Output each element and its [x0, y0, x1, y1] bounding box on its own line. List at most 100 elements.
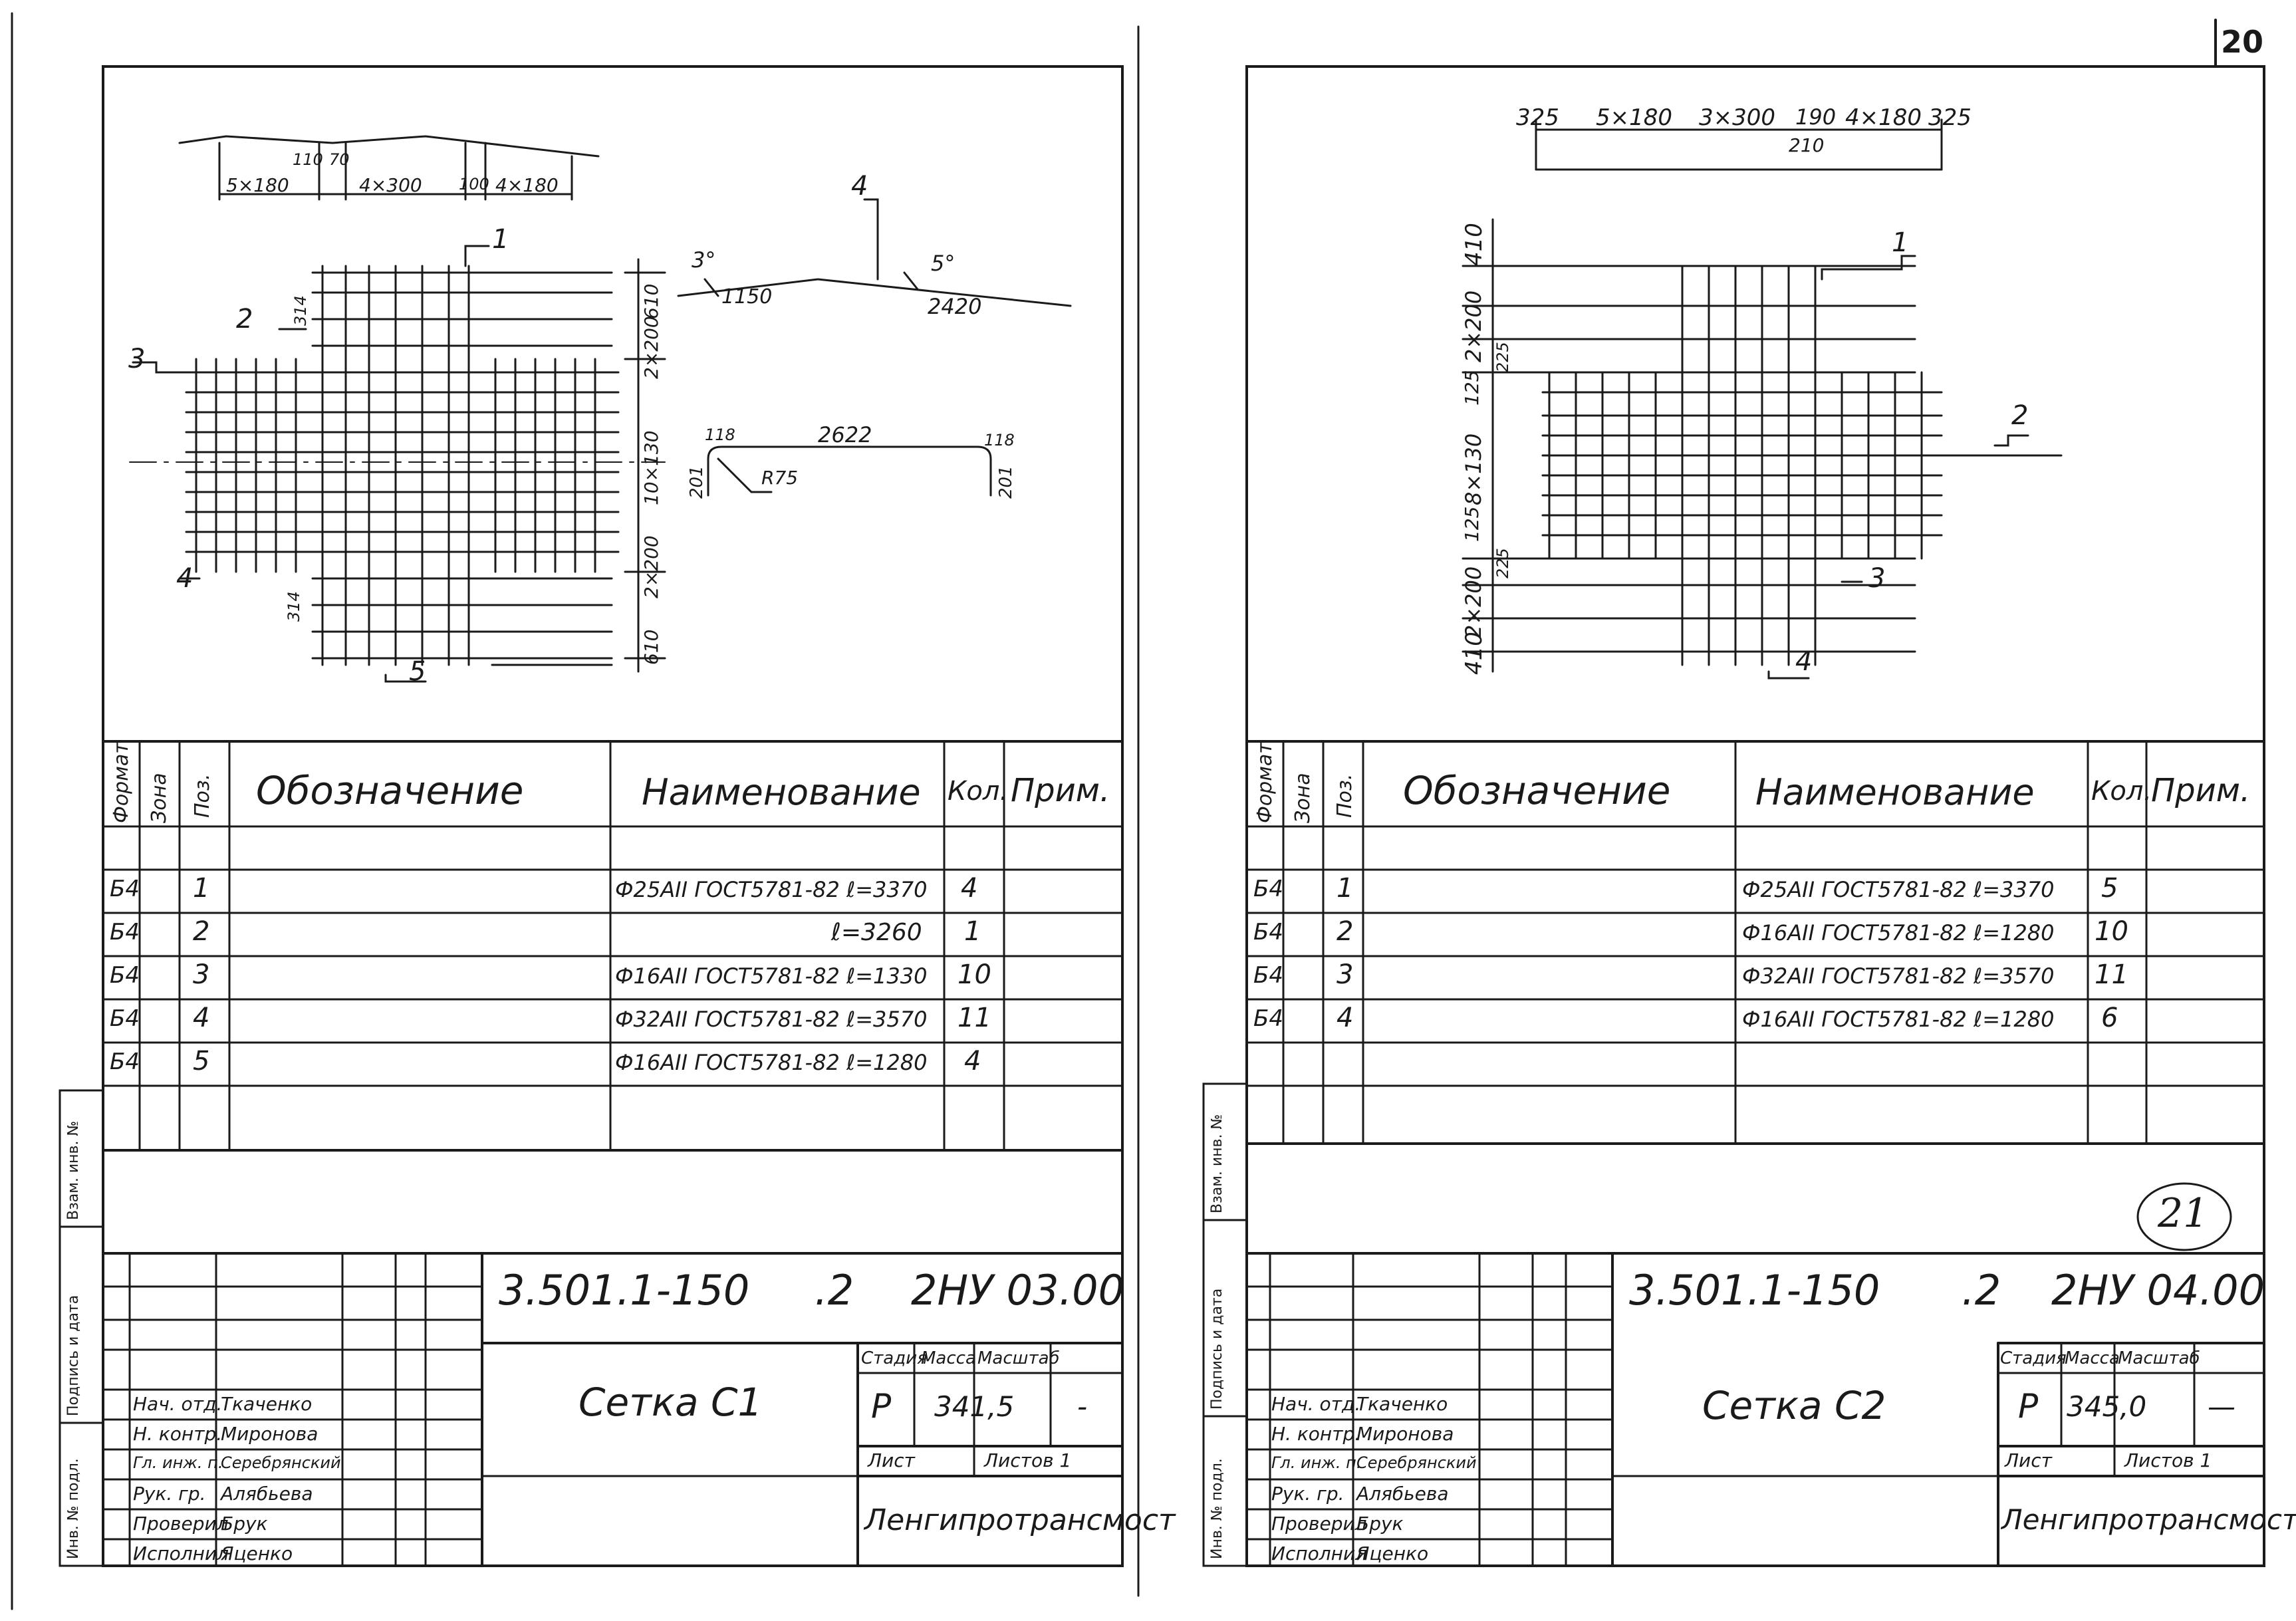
c2-name-1: Миронова [1356, 1423, 1454, 1445]
c1-scale-label: Масштаб [977, 1348, 1060, 1368]
c2-row2-pos: 2 [1337, 916, 1354, 947]
c2-dim-top-e: 210 [1789, 134, 1825, 156]
c1-sheets-label: Листов 1 [984, 1449, 1072, 1471]
c1-code-a: 3.501.1-150 [499, 1266, 750, 1314]
c1-hdr-qty: Кол. [948, 776, 1009, 807]
c1-name-0: Ткаченко [221, 1393, 313, 1415]
c2-name-0: Ткаченко [1356, 1393, 1448, 1415]
c2-sheet-label: Лист [2005, 1449, 2052, 1471]
binding-signature-date: Подпись и дата [65, 1295, 82, 1416]
c1-hdr-pos: Поз. [191, 773, 214, 818]
c2-row4-name: Ф16АII ГОСТ5781-82 ℓ=1280 [1742, 1007, 2055, 1032]
c2-row3-name: Ф32АII ГОСТ5781-82 ℓ=3570 [1742, 963, 2055, 989]
c2-row3-format: Б4 [1253, 962, 1283, 989]
c2-role-0: Нач. отд. [1271, 1393, 1361, 1415]
c2-dim-left-3: 125 [1461, 370, 1483, 406]
c1-row4-qty: 11 [957, 1003, 991, 1033]
c1-row4-pos: 4 [193, 1003, 210, 1033]
c2-callout-4: 4 [1795, 646, 1813, 677]
c1-row3-format: Б4 [110, 962, 140, 989]
c2-dim-top-g: 325 [1928, 104, 1972, 131]
c2-row3-pos: 3 [1337, 959, 1354, 990]
c2-hdr-qty: Кол. [2091, 776, 2152, 807]
c1-title: Сетка С1 [578, 1380, 763, 1425]
c1-row5-format: Б4 [110, 1049, 140, 1075]
c1-mass: 341,5 [934, 1390, 1015, 1423]
c1-profile-callout: 4 [851, 171, 868, 201]
c1-scale: - [1077, 1390, 1088, 1423]
c2-name-5: Яценко [1356, 1543, 1429, 1564]
c2-row1-format: Б4 [1253, 876, 1283, 902]
c1-dim-right-4: 610 [640, 629, 662, 665]
c1-profile-angle-left: 3° [692, 247, 716, 273]
c1-bent-radius: R75 [761, 467, 799, 489]
c2-role-3: Рук. гр. [1271, 1483, 1344, 1505]
c1-code-c: 2НУ 03.00 [911, 1266, 1125, 1314]
c2-dim-left-1: 2×200 [1461, 290, 1486, 362]
c1-bent-side-left: 201 [687, 465, 707, 499]
sheet-c1-frame [59, 65, 1124, 1567]
c1-row2-name: ℓ=3260 [831, 919, 922, 946]
c1-dim-right-0: 610 [640, 283, 662, 319]
c2-row4-pos: 4 [1337, 1003, 1354, 1033]
c1-row1-pos: 1 [193, 873, 210, 904]
c2-row1-name: Ф25АII ГОСТ5781-82 ℓ=3370 [1742, 877, 2055, 902]
c2-row1-pos: 1 [1337, 873, 1354, 904]
c2-row2-format: Б4 [1253, 919, 1283, 945]
c1-row2-qty: 1 [964, 916, 981, 947]
c2-dim-left-6: 225 [1493, 548, 1512, 578]
c1-row4-name: Ф32АII ГОСТ5781-82 ℓ=3570 [615, 1007, 928, 1032]
c2-code-a: 3.501.1-150 [1629, 1266, 1880, 1314]
c1-bent-corner-right: 118 [984, 431, 1015, 449]
c1-name-4: Брук [221, 1513, 268, 1535]
c2-hdr-format: Формат [1253, 742, 1277, 823]
c1-row2-pos: 2 [193, 916, 210, 947]
c1-profile-angle-right: 5° [931, 251, 956, 276]
c2-hdr-pos: Поз. [1333, 773, 1356, 818]
c1-mass-label: Масса [921, 1348, 976, 1368]
c2-org: Ленгипротрансмост [2001, 1503, 2296, 1536]
c1-callout-3: 3 [128, 344, 146, 374]
c1-name-3: Алябьева [221, 1483, 313, 1505]
c2-role-2: Гл. инж. п. [1271, 1453, 1362, 1472]
c2-dim-left-8: 410 [1461, 632, 1487, 675]
c2-role-4: Проверил [1271, 1513, 1367, 1535]
c1-dim-right-1: 2×200 [640, 316, 662, 379]
c2-dim-top-a: 325 [1516, 104, 1559, 131]
binding-replace-inv-2: Взам. инв. № [1209, 1114, 1225, 1213]
c1-row3-name: Ф16АII ГОСТ5781-82 ℓ=1330 [615, 963, 928, 989]
c1-dim-top-f: 4×180 [495, 174, 559, 196]
c2-hdr-zone: Зона [1291, 773, 1315, 823]
c2-dim-top-f: 4×180 [1845, 104, 1922, 131]
c2-row3-qty: 11 [2095, 959, 2128, 990]
c2-scale: — [2208, 1390, 2235, 1423]
c1-callout-5: 5 [409, 656, 426, 687]
c1-row2-format: Б4 [110, 919, 140, 945]
c1-row1-name: Ф25АII ГОСТ5781-82 ℓ=3370 [615, 877, 928, 902]
c1-row5-qty: 4 [964, 1046, 981, 1076]
c2-scale-label: Масштаб [2118, 1348, 2200, 1368]
c2-hdr-name: Наименование [1755, 771, 2035, 813]
c1-bent-corner-left: 118 [705, 426, 735, 444]
c1-name-2: Серебрянский [221, 1453, 341, 1472]
c2-dim-top-d: 190 [1795, 104, 1837, 130]
sheet-c1-mesh [129, 135, 1072, 683]
c2-dim-left-7: 2×200 [1461, 566, 1486, 638]
c1-role-2: Гл. инж. п. [133, 1453, 223, 1472]
c1-dim-left-0: 314 [291, 295, 310, 326]
c1-profile-len-right: 2420 [928, 294, 982, 319]
c2-title: Сетка С2 [1702, 1383, 1886, 1428]
c1-sheet-label: Лист [868, 1449, 915, 1471]
sheet-c2-mesh [1462, 118, 2063, 680]
c1-dim-top-d: 4×300 [359, 174, 422, 196]
c1-hdr-name: Наименование [642, 771, 921, 813]
c1-dim-top-c: 70 [329, 150, 350, 169]
c1-stage-label: Стадия [861, 1348, 928, 1368]
c1-row1-format: Б4 [110, 876, 140, 902]
c1-callout-1: 1 [492, 224, 509, 255]
c2-dim-top-b: 5×180 [1596, 104, 1673, 131]
c1-name-5: Яценко [221, 1543, 293, 1564]
c1-name-1: Миронова [221, 1423, 319, 1445]
c1-org: Ленгипротрансмост [864, 1503, 1176, 1537]
